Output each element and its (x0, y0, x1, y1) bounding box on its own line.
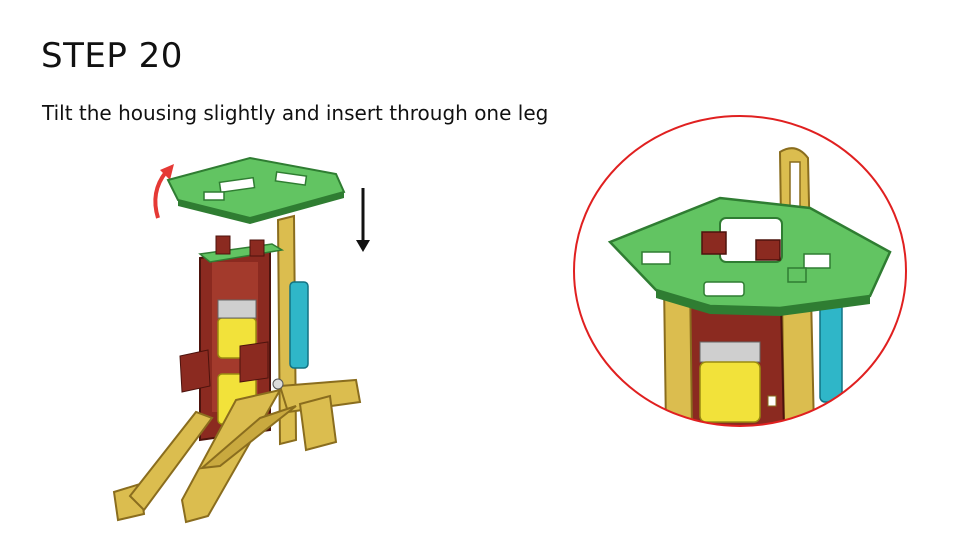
green-housing-plate (166, 156, 346, 224)
detail-zoom-circle (573, 115, 907, 427)
step-title: STEP 20 (41, 36, 183, 76)
curved-red-arrow-icon (153, 164, 174, 219)
cyan-battery (289, 281, 309, 369)
wood-legs (112, 378, 362, 524)
step-instruction: Tilt the housing slightly and insert thr… (42, 101, 549, 125)
assembly-illustration (112, 156, 370, 524)
down-arrow-icon (356, 188, 370, 252)
